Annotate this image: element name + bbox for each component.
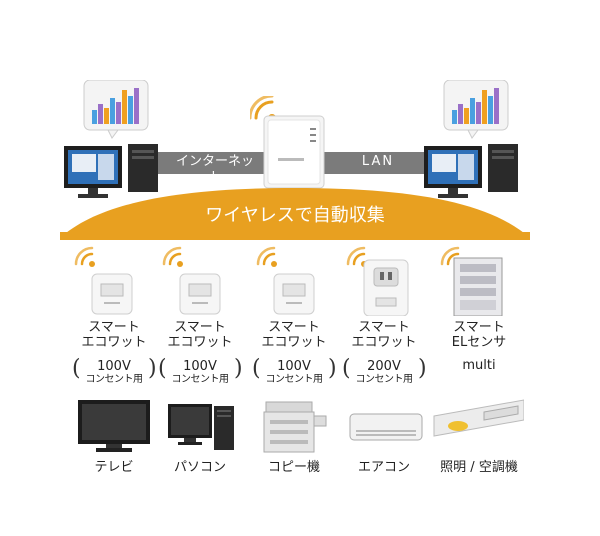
device-name-line2: エコワット bbox=[261, 335, 327, 350]
ceiling-light-icon bbox=[433, 399, 524, 437]
paren-close: ) bbox=[328, 356, 337, 381]
lan-label: LAN bbox=[361, 154, 395, 169]
smart-ecowatt-100v-icon bbox=[162, 246, 221, 315]
smart-el-sensor-icon bbox=[440, 246, 503, 316]
device-spec-value: 100V bbox=[277, 359, 311, 374]
gateway-device-icon bbox=[250, 96, 325, 189]
paren-open: ( bbox=[158, 356, 167, 381]
device-name-line2: エコワット bbox=[81, 335, 147, 350]
appliance-label: コピー機 bbox=[267, 460, 320, 475]
smart-ecowatt-100v-icon bbox=[256, 246, 315, 315]
device-spec-value: 200V bbox=[367, 359, 401, 374]
device-spec-sub: コンセント用 bbox=[171, 374, 230, 385]
appliance-label: テレビ bbox=[94, 460, 134, 475]
smart-ecowatt-100v-icon bbox=[74, 246, 133, 315]
device-column-aircon: スマート エコワット ( 200V コンセント用 ) エアコン bbox=[334, 246, 434, 536]
device-column-tv: スマート エコワット ( 100V コンセント用 ) テレビ bbox=[64, 246, 164, 536]
device-spec: 100V コンセント用 bbox=[64, 360, 164, 386]
device-spec: 100V コンセント用 bbox=[150, 360, 250, 386]
paren-close: ) bbox=[234, 356, 243, 381]
appliance-label: パソコン bbox=[173, 460, 226, 475]
smart-ecowatt-200v-icon bbox=[346, 246, 409, 316]
aircon-icon bbox=[349, 413, 423, 441]
device-name-line2: ELセンサ bbox=[451, 335, 507, 350]
device-spec: 200V コンセント用 bbox=[334, 360, 434, 386]
device-column-lighting: スマート ELセンサ multi 照明 / 空調機 bbox=[424, 246, 534, 536]
device-name-line1: スマート bbox=[453, 320, 505, 335]
paren-open: ( bbox=[342, 356, 351, 381]
device-name-line1: スマート bbox=[358, 320, 410, 335]
appliance-label: 照明 / 空調機 bbox=[440, 460, 518, 475]
device-spec-value: 100V bbox=[183, 359, 217, 374]
device-name-line2: エコワット bbox=[351, 335, 417, 350]
device-spec-sub: コンセント用 bbox=[85, 374, 144, 385]
device-name-line2: エコワット bbox=[167, 335, 233, 350]
left-computer-icon bbox=[64, 80, 158, 198]
internet-label: インターネット bbox=[175, 154, 254, 185]
wireless-banner bbox=[60, 188, 530, 240]
device-name-line1: スマート bbox=[174, 320, 226, 335]
tv-icon bbox=[78, 400, 150, 452]
device-spec-sub: コンセント用 bbox=[265, 374, 324, 385]
device-spec-value: 100V bbox=[97, 359, 131, 374]
device-column-pc: スマート エコワット ( 100V コンセント用 ) パソコン bbox=[150, 246, 250, 536]
right-computer-icon bbox=[424, 80, 518, 198]
appliance-label: エアコン bbox=[357, 460, 410, 475]
device-spec-value: multi bbox=[462, 358, 496, 373]
paren-close: ) bbox=[148, 356, 157, 381]
copier-icon bbox=[263, 401, 327, 453]
wireless-banner-label: ワイヤレスで自動収集 bbox=[205, 205, 385, 226]
paren-open: ( bbox=[252, 356, 261, 381]
device-name-line1: スマート bbox=[88, 320, 140, 335]
device-name-line1: スマート bbox=[268, 320, 320, 335]
paren-open: ( bbox=[72, 356, 81, 381]
device-spec-sub: コンセント用 bbox=[355, 374, 414, 385]
device-spec: 100V コンセント用 bbox=[244, 360, 344, 386]
paren-close: ) bbox=[418, 356, 427, 381]
pc-icon bbox=[168, 404, 234, 450]
device-column-copier: スマート エコワット ( 100V コンセント用 ) コピー機 bbox=[244, 246, 344, 536]
